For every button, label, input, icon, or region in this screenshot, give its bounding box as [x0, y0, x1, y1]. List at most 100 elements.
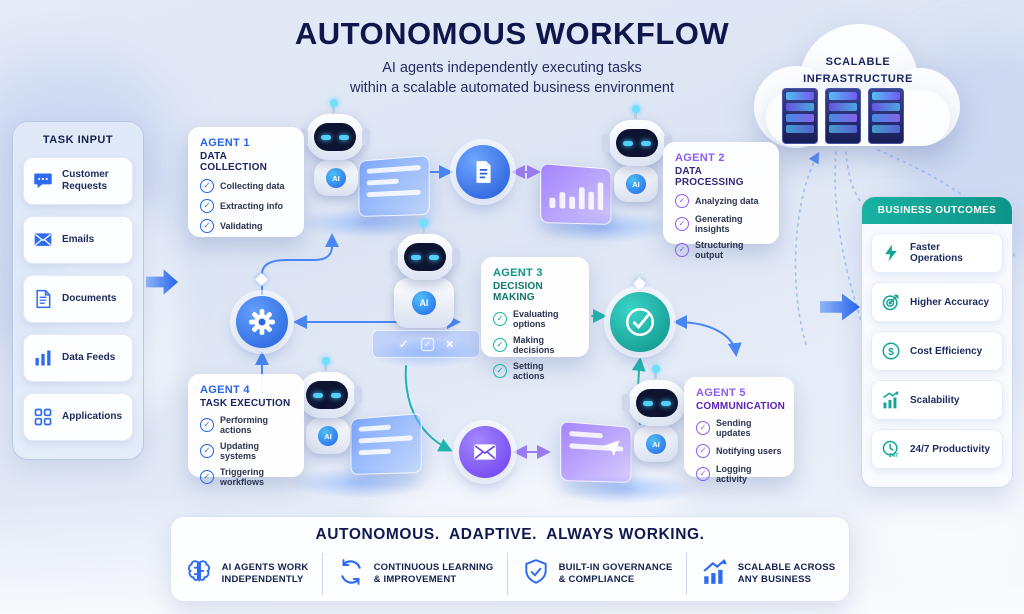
task-input-label: Emails: [62, 233, 95, 245]
check-icon: ✓: [675, 217, 689, 231]
divider: [507, 553, 509, 595]
agent-task: Performing actions: [220, 415, 269, 435]
envelope-icon: [474, 444, 496, 460]
check-icon: ✓: [696, 421, 710, 435]
divider: [686, 553, 688, 595]
outcome-label: Scalability: [910, 394, 960, 406]
approval-node: [610, 292, 670, 352]
feature-label-line1: BUILT-IN GOVERNANCE: [558, 561, 673, 573]
agent-name: AGENT 5: [696, 387, 746, 399]
business-outcomes-title: BUSINESS OUTCOMES: [862, 197, 1012, 224]
feature-label-line1: SCALABLE ACROSS: [737, 561, 836, 573]
task-input-label: Data Feeds: [62, 351, 116, 363]
task-input-label: Documents: [62, 292, 117, 304]
gear-icon: [249, 309, 275, 335]
agent-task: Extracting info: [220, 201, 284, 211]
server-racks: [782, 88, 904, 144]
check-icon: ✓: [200, 179, 214, 193]
gear-node: [236, 296, 288, 348]
document-icon: [32, 288, 54, 310]
server-rack-icon: [782, 88, 818, 144]
message-node: [459, 426, 511, 478]
outcome-faster-operations: Faster Operations: [871, 233, 1003, 273]
cycle-arrows-icon: [337, 558, 365, 591]
outcome-higher-accuracy: Higher Accuracy: [871, 282, 1003, 322]
robot-face: [314, 123, 356, 151]
task-input-item-emails: Emails: [23, 216, 133, 264]
check-icon: ✓: [696, 467, 710, 481]
server-rack-icon: [825, 88, 861, 144]
paper-plane-icon: [601, 435, 622, 463]
bar-chart-icon: [32, 347, 54, 369]
task-input-label: Customer Requests: [62, 168, 109, 193]
feature-label-line1: CONTINUOUS LEARNING: [373, 561, 494, 573]
grid-icon: [32, 406, 54, 428]
growth-chart-icon: [880, 389, 902, 411]
outcome-24-7-productivity: 247 24/7 Productivity: [871, 429, 1003, 469]
check-icon: ✓: [493, 338, 507, 352]
ai-badge: AI: [626, 174, 646, 194]
check-icon: ✓: [200, 470, 214, 484]
target-icon: [880, 291, 902, 313]
feature-label-line2: ANY BUSINESS: [737, 574, 812, 585]
check-icon: ✓: [398, 337, 409, 351]
document-icon: [476, 161, 491, 183]
check-icon: ✓: [200, 418, 214, 432]
page-title: AUTONOMOUS WORKFLOW: [294, 16, 730, 51]
feature-label-line2: & IMPROVEMENT: [373, 574, 457, 585]
lightning-icon: [880, 242, 902, 264]
outcome-cost-efficiency: $ Cost Efficiency: [871, 331, 1003, 371]
agent-task: Logging activity: [716, 464, 752, 484]
agent-task: Setting actions: [513, 361, 545, 381]
header: AUTONOMOUS WORKFLOW AI agents independen…: [0, 16, 1024, 99]
robot-agent-5: AI: [552, 365, 702, 504]
task-input-item-applications: Applications: [23, 393, 133, 441]
agent-task: Sending updates: [716, 418, 752, 438]
agent-task: Structuring output: [695, 240, 744, 260]
agent-task: Analyzing data: [695, 196, 759, 206]
svg-text:247: 247: [889, 453, 898, 459]
checkbox-icon: ✓: [420, 337, 435, 351]
footer-title: AUTONOMOUS. ADAPTIVE. ALWAYS WORKING.: [315, 526, 705, 543]
flow-arrow-outcomes: [820, 293, 860, 321]
check-icon: ✓: [696, 444, 710, 458]
cloud-infrastructure: SCALABLE INFRASTRUCTURE: [754, 24, 962, 156]
server-rack-icon: [868, 88, 904, 144]
cloud-title-line2: INFRASTRUCTURE: [803, 72, 913, 85]
platform-glow: [368, 338, 484, 368]
agent-role: TASK EXECUTION: [200, 398, 291, 409]
task-input-item-data-feeds: Data Feeds: [23, 334, 133, 382]
business-outcomes-panel: BUSINESS OUTCOMES Faster Operations High…: [861, 196, 1013, 488]
cloud-title-line1: SCALABLE: [825, 56, 891, 68]
task-input-title: TASK INPUT: [42, 134, 114, 146]
page-subtitle-line2: within a scalable automated business env…: [349, 80, 675, 97]
feature-label-line2: INDEPENDENTLY: [221, 574, 304, 585]
check-icon: ✓: [493, 312, 507, 326]
agent-name: AGENT 4: [200, 384, 250, 396]
agent-task: Triggering workflows: [220, 467, 265, 487]
feature-governance-compliance: BUILT-IN GOVERNANCE& COMPLIANCE: [522, 558, 673, 591]
connector-node: [633, 277, 646, 290]
agent-task: Updating systems: [220, 441, 259, 461]
robot-face: [616, 129, 658, 157]
agent-4-card: AGENT 4 TASK EXECUTION ✓ Performing actio…: [188, 374, 304, 487]
task-input-item-documents: Documents: [23, 275, 133, 323]
task-input-item-customer-requests: Customer Requests: [23, 157, 133, 205]
agent-name: AGENT 1: [200, 137, 250, 149]
agent-role: DATA COLLECTION: [200, 151, 267, 173]
robot-agent-2: AI: [532, 105, 682, 242]
agent-3-card: AGENT 3 DECISION MAKING ✓Evaluating opti…: [481, 257, 589, 381]
agent-2-card: AGENT 2 DATA PROCESSING ✓Analyzing data …: [663, 142, 779, 260]
agent-task: Collecting data: [220, 181, 285, 191]
ai-badge: AI: [318, 426, 338, 446]
envelope-icon: [32, 229, 54, 251]
outcome-label: 24/7 Productivity: [910, 443, 991, 455]
page-subtitle-line1: AI agents independently executing tasks: [382, 60, 642, 76]
robot-face: [306, 381, 348, 409]
agent-role: DECISION MAKING: [493, 281, 543, 303]
footer-banner: AUTONOMOUS. ADAPTIVE. ALWAYS WORKING. AI…: [170, 516, 850, 602]
laptop-analytics: [540, 162, 612, 225]
robot-face: [636, 389, 678, 417]
